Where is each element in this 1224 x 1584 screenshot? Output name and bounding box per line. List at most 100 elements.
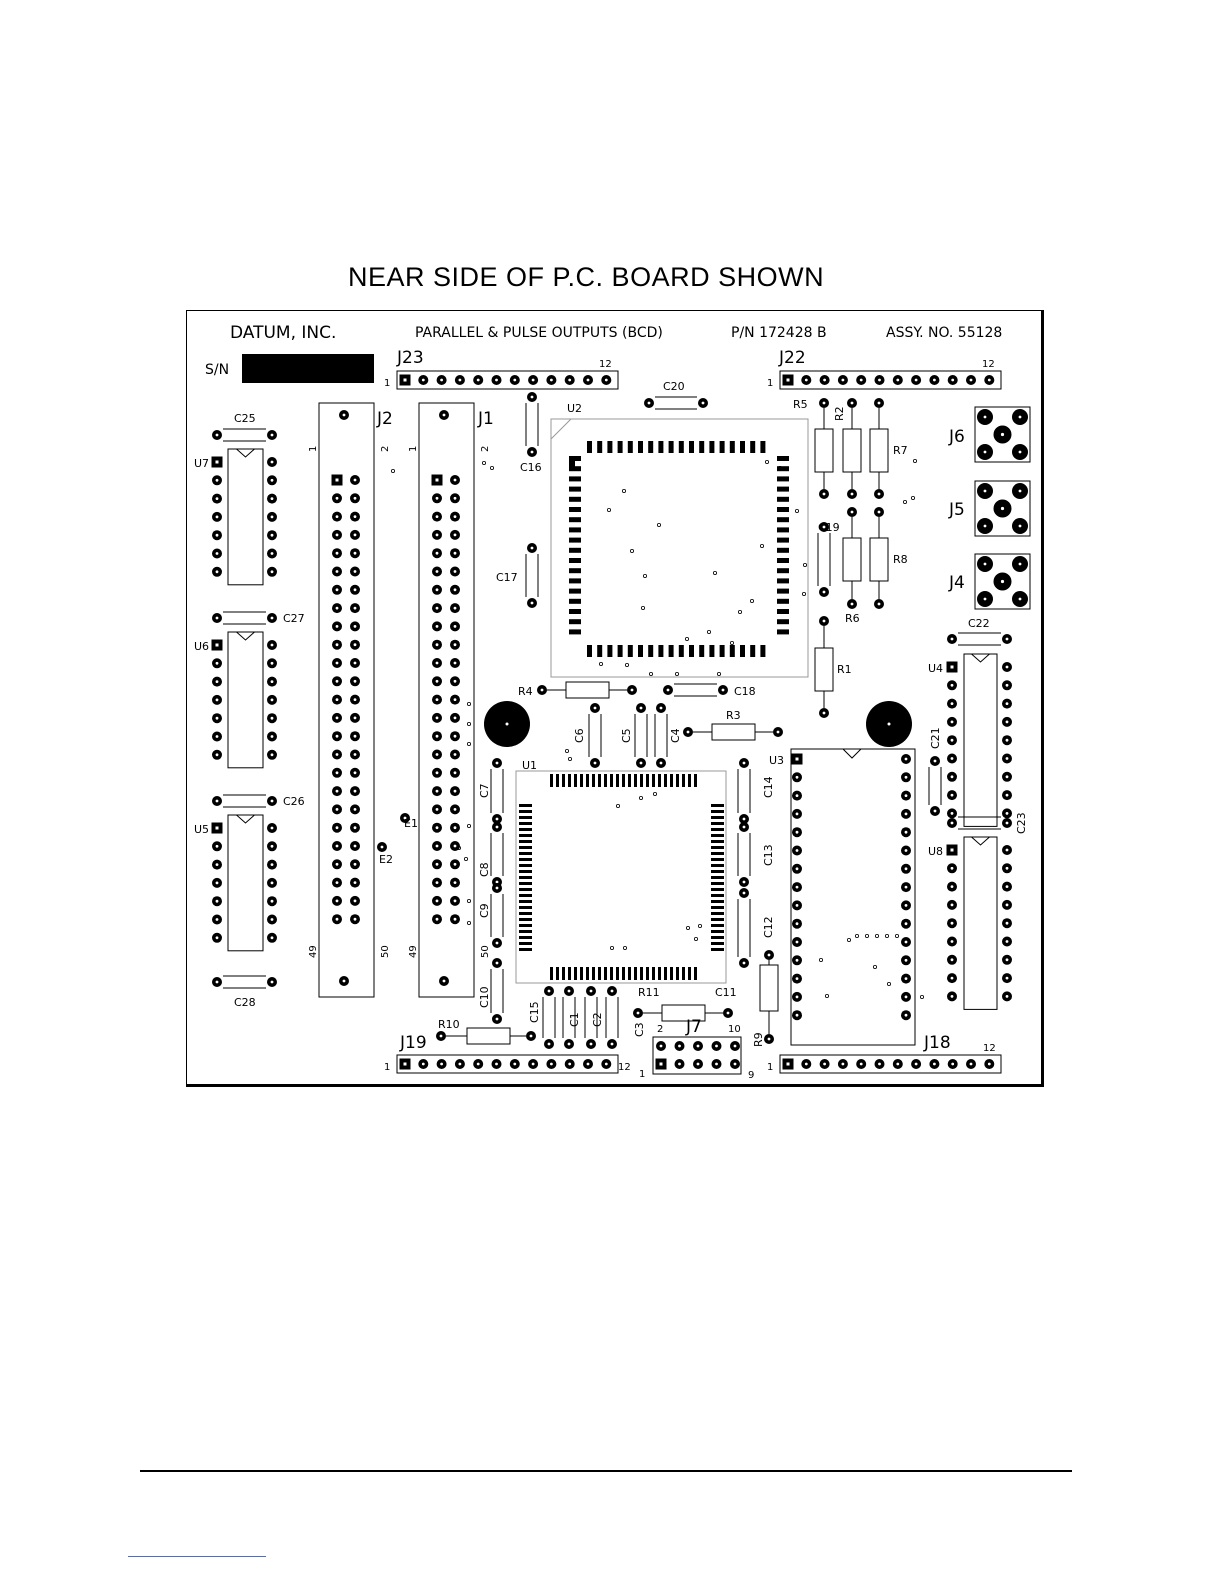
pad-hole bbox=[335, 789, 339, 793]
via bbox=[466, 824, 471, 829]
pad-hole bbox=[403, 1062, 407, 1066]
pad-hole bbox=[547, 1042, 551, 1046]
pad-hole bbox=[495, 961, 499, 965]
ic-label-u2: U2 bbox=[567, 402, 582, 415]
ic-u1-lead bbox=[711, 810, 724, 813]
via bbox=[819, 958, 824, 963]
ic-u2-lead bbox=[617, 441, 623, 453]
ic-u2-lead bbox=[777, 547, 789, 553]
ic-u2-lead bbox=[597, 645, 603, 657]
pad-hole bbox=[335, 753, 339, 756]
pad-hole bbox=[270, 826, 274, 830]
ic-u1-lead bbox=[610, 967, 613, 980]
ic-u2-lead bbox=[678, 645, 684, 657]
cap-label-c21: C21 bbox=[929, 727, 942, 749]
via bbox=[463, 857, 468, 862]
pad-hole bbox=[878, 1062, 881, 1066]
via bbox=[920, 995, 925, 1000]
cap-label-c7: C7 bbox=[478, 783, 491, 798]
ic-u2-lead bbox=[777, 629, 789, 635]
ic-u2-lead bbox=[658, 441, 664, 453]
res-label-r7: R7 bbox=[893, 444, 908, 457]
pad-hole bbox=[904, 904, 908, 907]
pad-hole bbox=[495, 378, 498, 382]
res-label-r2: R2 bbox=[833, 406, 846, 421]
pad-hole bbox=[270, 680, 274, 683]
cap-label-c26: C26 bbox=[283, 795, 305, 808]
pad-hole bbox=[887, 722, 891, 726]
pad-hole bbox=[742, 761, 746, 765]
res-r10-body bbox=[466, 1027, 511, 1045]
pad-hole bbox=[850, 602, 854, 606]
pad-hole bbox=[822, 525, 826, 529]
via bbox=[466, 899, 471, 904]
ic-u2-lead bbox=[777, 568, 789, 574]
pad-hole bbox=[440, 1062, 443, 1066]
pad-hole bbox=[215, 570, 219, 574]
ic-u2-lead bbox=[777, 619, 789, 625]
ic-label-u6: U6 bbox=[194, 640, 209, 653]
pad-hole bbox=[335, 826, 339, 830]
pad-hole bbox=[453, 899, 457, 903]
pad-hole bbox=[530, 546, 534, 550]
ic-u2-lead bbox=[607, 645, 613, 657]
pad-hole bbox=[933, 759, 937, 763]
pad-hole bbox=[335, 496, 339, 500]
ic-u2-lead bbox=[719, 441, 725, 453]
pad-hole bbox=[335, 478, 339, 482]
ic-u5-notch bbox=[236, 814, 255, 824]
j7-pin-bottom-last: 9 bbox=[748, 1070, 754, 1081]
via bbox=[795, 508, 800, 513]
pad-hole bbox=[435, 515, 439, 518]
pad-hole bbox=[270, 799, 274, 803]
cap-label-c22: C22 bbox=[968, 617, 990, 630]
pad-hole bbox=[270, 716, 274, 720]
ic-u1-lead bbox=[519, 900, 532, 903]
connector-label-j5: J5 bbox=[948, 500, 965, 520]
ic-u2-lead bbox=[777, 578, 789, 584]
pad-hole bbox=[335, 588, 339, 592]
pad-hole bbox=[353, 917, 357, 921]
j18-pin-first: 1 bbox=[767, 1062, 773, 1073]
ic-u2-lead bbox=[569, 476, 581, 482]
ic-u1-lead bbox=[646, 967, 649, 980]
pad-hole bbox=[453, 478, 457, 482]
pad-hole bbox=[850, 492, 854, 496]
cap-label-c12: C12 bbox=[762, 916, 775, 938]
connector-j2-outline bbox=[318, 402, 375, 998]
via bbox=[656, 522, 661, 527]
ic-u1-lead bbox=[711, 906, 724, 909]
pad-hole bbox=[270, 844, 274, 848]
pad-hole bbox=[795, 867, 799, 871]
ic-u1-lead bbox=[568, 967, 571, 980]
pad-hole bbox=[215, 899, 219, 903]
ic-u1-lead bbox=[711, 942, 724, 945]
j2-pin-50: 50 bbox=[380, 945, 391, 958]
cap-label-c23: C23 bbox=[1015, 812, 1028, 834]
pad-hole bbox=[421, 1062, 425, 1066]
ic-u1-lead bbox=[519, 876, 532, 879]
res-r1-body bbox=[814, 647, 834, 692]
pad-hole bbox=[604, 1062, 608, 1066]
ic-u1-lead bbox=[634, 774, 637, 787]
pad-hole bbox=[215, 643, 219, 647]
pad-hole bbox=[742, 891, 746, 895]
pad-hole bbox=[215, 844, 219, 848]
via bbox=[466, 741, 471, 746]
pad-hole bbox=[877, 510, 881, 514]
pad-hole bbox=[822, 401, 826, 405]
pad-hole bbox=[983, 562, 987, 566]
ic-u1-lead bbox=[519, 858, 532, 861]
pad-hole bbox=[435, 588, 439, 592]
ic-u2-lead bbox=[777, 456, 789, 461]
pad-hole bbox=[550, 1062, 553, 1066]
pad-hole bbox=[795, 849, 799, 852]
connector-j23-outline bbox=[396, 370, 619, 390]
ic-u2-lead bbox=[689, 441, 694, 453]
pad-hole bbox=[983, 450, 987, 454]
pad-hole bbox=[951, 1062, 955, 1066]
pad-hole bbox=[530, 450, 534, 454]
ic-u1-lead bbox=[592, 774, 595, 787]
pad-hole bbox=[353, 606, 357, 610]
ic-u1-lead bbox=[556, 967, 559, 980]
